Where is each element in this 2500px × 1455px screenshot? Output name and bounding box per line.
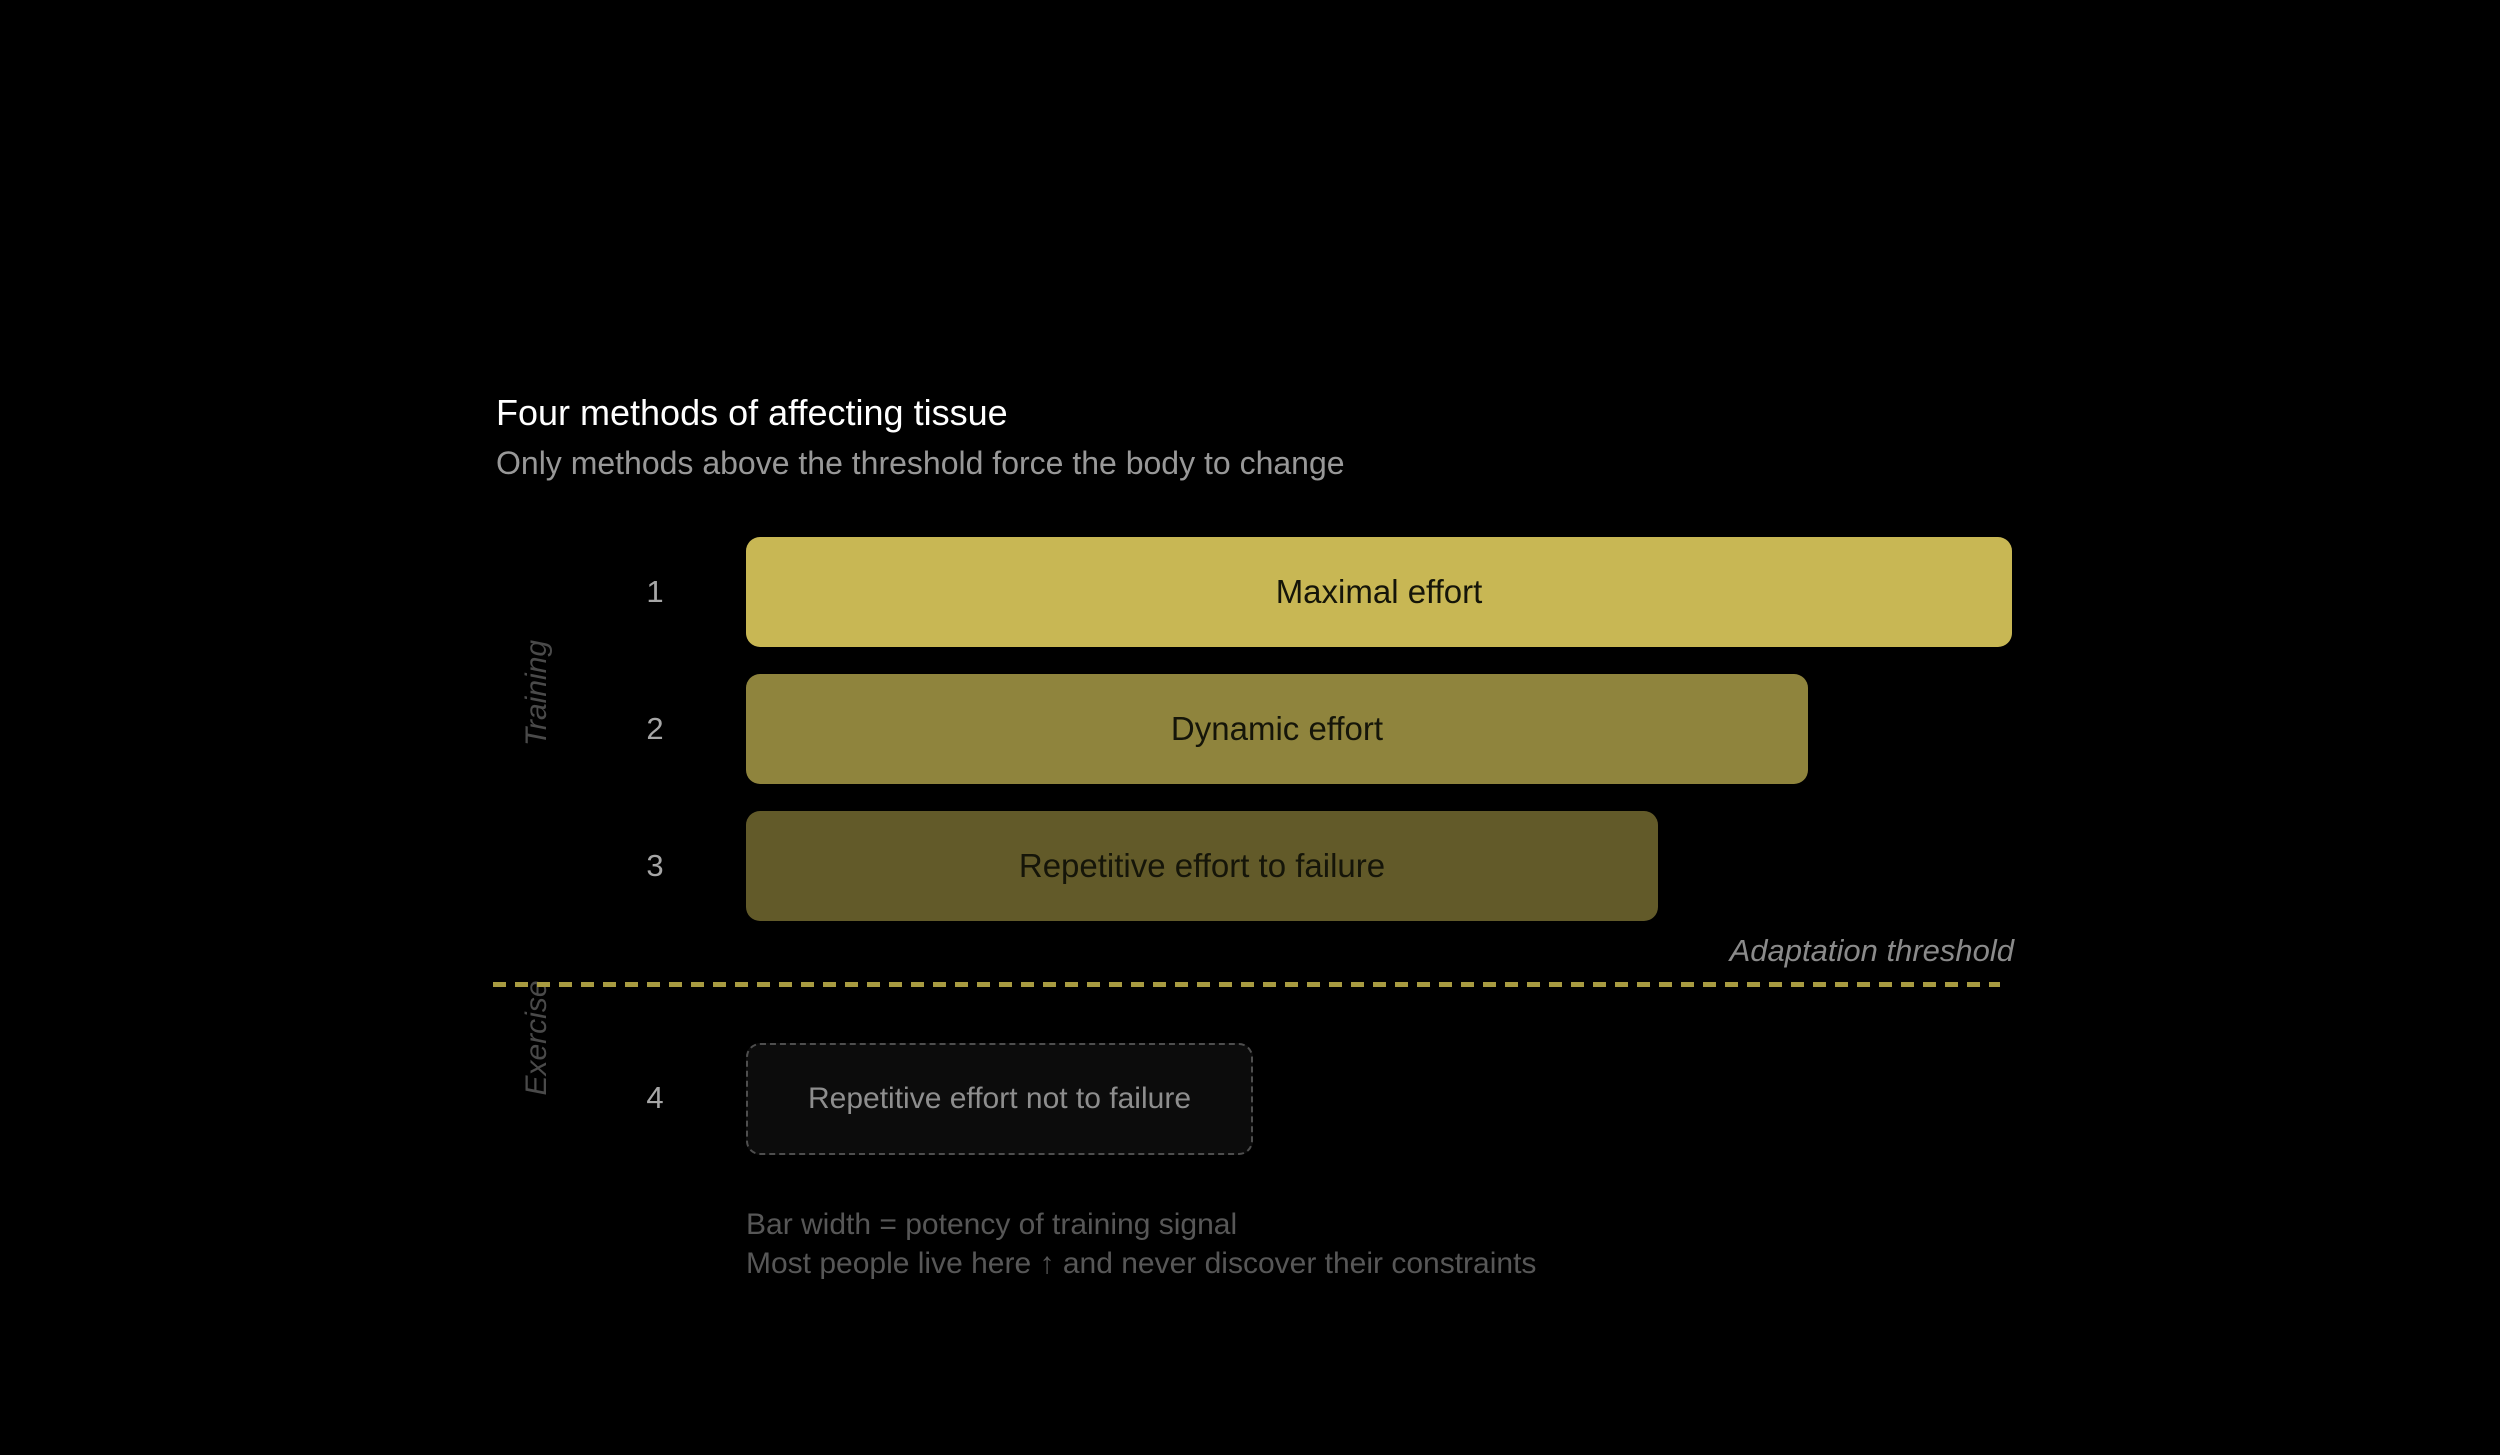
bar-label: Repetitive effort to failure — [1018, 847, 1386, 884]
bar-repetitive-effort-not-to-failure: Repetitive effort not to failure — [746, 1043, 1253, 1155]
bar-repetitive-effort-to-failure: Repetitive effort to failure — [746, 811, 1658, 921]
bar-label: Repetitive effort not to failure — [808, 1082, 1191, 1115]
bar-number-1: 1 — [646, 574, 664, 609]
bar-maximal-effort: Maximal effort — [746, 537, 2012, 647]
bar-label: Dynamic effort — [1170, 710, 1384, 747]
footnote-line-1: Bar width = potency of training signal — [746, 1208, 1238, 1241]
bar-number-3: 3 — [646, 848, 664, 883]
group-label-exercise: Exercise — [520, 980, 553, 1096]
footnote-line-2: Most people live here ↑ and never discov… — [746, 1247, 1537, 1280]
bar-dynamic-effort: Dynamic effort — [746, 674, 1808, 784]
bar-number-4: 4 — [646, 1080, 664, 1115]
page-subtitle: Only methods above the threshold force t… — [496, 445, 1345, 481]
adaptation-threshold-line — [493, 982, 2000, 987]
adaptation-threshold-label: Adaptation threshold — [1729, 933, 2014, 968]
bar-number-2: 2 — [646, 711, 664, 746]
page-title: Four methods of affecting tissue — [496, 392, 1008, 433]
bar-label: Maximal effort — [1275, 573, 1483, 610]
group-label-training: Training — [520, 639, 553, 747]
footnote-block: Bar width = potency of training signal M… — [746, 1205, 1536, 1283]
